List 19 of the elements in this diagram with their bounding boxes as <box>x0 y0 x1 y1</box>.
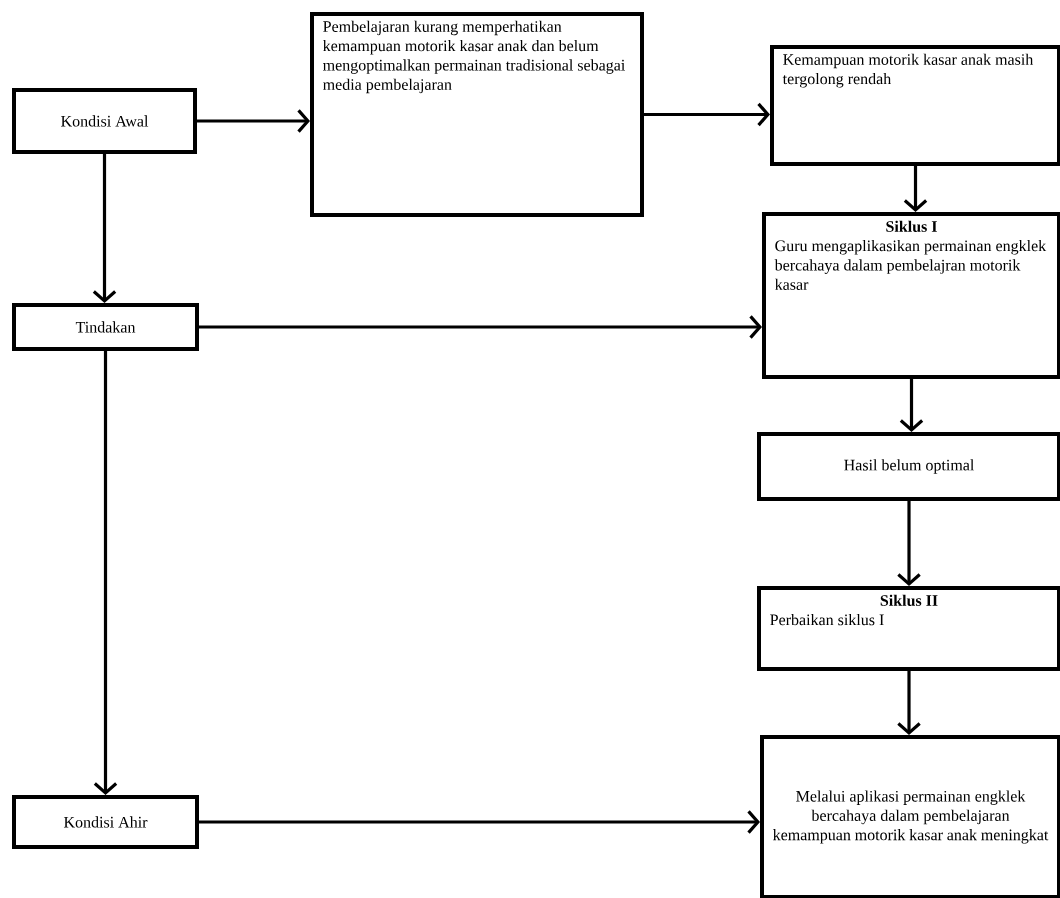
arrow <box>197 109 310 133</box>
arrow <box>199 315 762 339</box>
process-box: Kondisi Awal <box>12 88 197 154</box>
arrow <box>644 102 770 127</box>
arrow <box>903 166 928 212</box>
arrow <box>897 671 921 735</box>
arrow <box>199 810 760 834</box>
process-box: Kondisi Ahir <box>12 795 199 849</box>
process-box: Siklus I Guru mengaplikasikan permainan engklek bercahaya dalam pembelajran motorik kasar <box>762 212 1060 379</box>
process-box: Hasil belum optimal <box>757 432 1060 501</box>
process-box: Siklus II Perbaikan siklus I <box>757 586 1060 671</box>
arrow <box>897 501 921 586</box>
arrow <box>93 351 118 795</box>
arrow <box>92 154 117 303</box>
arrow <box>899 379 924 432</box>
process-box: Melalui aplikasi permainan engklek bercahaya dalam pembelajaran kemampuan motorik kasar anak meningkat <box>760 735 1060 898</box>
process-box: Kemampuan motorik kasar anak masih tergolong rendah <box>770 45 1060 166</box>
process-box: Tindakan <box>12 303 199 351</box>
process-box: Pembelajaran kurang memperhatikan kemampuan motorik kasar anak dan belum mengoptimalkan permainan tradisional sebagai media pembelajaran <box>310 12 644 217</box>
